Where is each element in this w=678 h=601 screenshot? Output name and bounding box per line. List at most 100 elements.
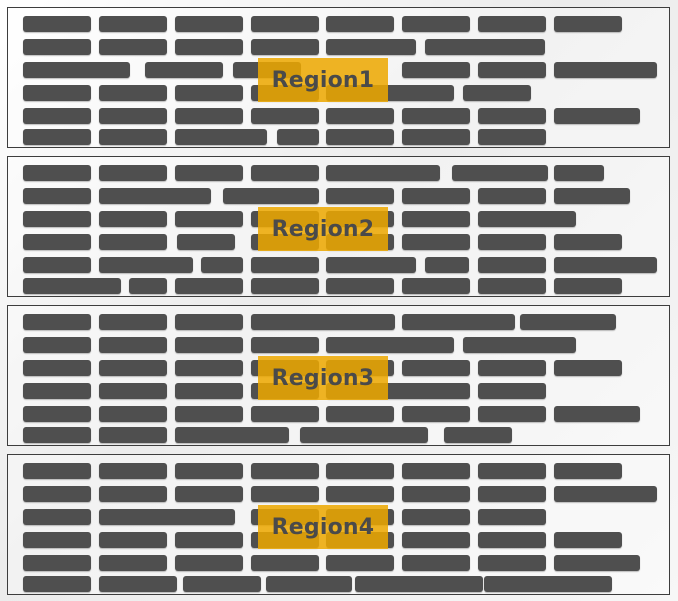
text-line-bar bbox=[326, 257, 416, 273]
text-line-bar bbox=[554, 463, 622, 479]
text-line-bar bbox=[402, 278, 470, 294]
text-line-bar bbox=[402, 463, 470, 479]
text-line-bar bbox=[23, 188, 91, 204]
text-line-bar bbox=[201, 257, 243, 273]
text-line-bar bbox=[175, 165, 243, 181]
text-line-bar bbox=[478, 383, 546, 399]
text-line-bar bbox=[175, 278, 243, 294]
text-line-bar bbox=[175, 16, 243, 32]
text-line-bar bbox=[402, 555, 470, 571]
text-line-bar bbox=[99, 314, 167, 330]
text-line-bar bbox=[425, 39, 545, 55]
text-line-bar bbox=[402, 211, 470, 227]
text-line-bar bbox=[355, 576, 483, 592]
text-line-bar bbox=[175, 108, 243, 124]
text-line-bar bbox=[402, 314, 515, 330]
text-line-bar bbox=[99, 486, 167, 502]
text-line-bar bbox=[23, 211, 91, 227]
text-line-bar bbox=[402, 108, 470, 124]
text-line-bar bbox=[99, 108, 167, 124]
region-3-panel: Region3 bbox=[7, 305, 670, 446]
text-line-bar bbox=[223, 188, 319, 204]
text-line-bar bbox=[478, 463, 546, 479]
text-line-bar bbox=[478, 257, 546, 273]
text-line-bar bbox=[402, 509, 470, 525]
region-2-label: Region2 bbox=[258, 207, 388, 251]
text-line-bar bbox=[326, 337, 454, 353]
text-line-bar bbox=[478, 406, 546, 422]
text-line-bar bbox=[23, 509, 91, 525]
text-line-bar bbox=[326, 486, 394, 502]
text-line-bar bbox=[23, 576, 91, 592]
text-line-bar bbox=[326, 16, 394, 32]
text-line-bar bbox=[554, 165, 604, 181]
text-line-bar bbox=[175, 85, 243, 101]
text-line-bar bbox=[175, 129, 267, 145]
text-line-bar bbox=[99, 509, 235, 525]
text-line-bar bbox=[251, 165, 319, 181]
text-line-bar bbox=[99, 555, 167, 571]
text-line-bar bbox=[554, 62, 657, 78]
text-line-bar bbox=[266, 576, 352, 592]
text-line-bar bbox=[129, 278, 167, 294]
text-line-bar bbox=[23, 62, 130, 78]
text-line-bar bbox=[402, 360, 470, 376]
text-line-bar bbox=[177, 234, 235, 250]
text-line-bar bbox=[402, 188, 470, 204]
text-line-bar bbox=[463, 85, 531, 101]
text-line-bar bbox=[251, 108, 319, 124]
text-line-bar bbox=[463, 337, 576, 353]
text-line-bar bbox=[23, 234, 91, 250]
region-1-panel: Region1 bbox=[7, 7, 670, 148]
text-line-bar bbox=[251, 486, 319, 502]
text-line-bar bbox=[99, 576, 177, 592]
text-line-bar bbox=[175, 211, 243, 227]
text-line-bar bbox=[554, 108, 640, 124]
text-line-bar bbox=[554, 188, 630, 204]
text-line-bar bbox=[251, 463, 319, 479]
text-line-bar bbox=[99, 257, 193, 273]
text-line-bar bbox=[478, 211, 576, 227]
text-line-bar bbox=[554, 406, 640, 422]
text-line-bar bbox=[23, 257, 91, 273]
text-line-bar bbox=[99, 211, 167, 227]
text-line-bar bbox=[402, 532, 470, 548]
text-line-bar bbox=[326, 39, 416, 55]
text-line-bar bbox=[175, 337, 243, 353]
text-line-bar bbox=[99, 16, 167, 32]
text-line-bar bbox=[326, 406, 394, 422]
region-4-panel: Region4 bbox=[7, 454, 670, 595]
text-line-bar bbox=[23, 108, 91, 124]
text-line-bar bbox=[99, 337, 167, 353]
text-line-bar bbox=[478, 278, 546, 294]
text-line-bar bbox=[402, 486, 470, 502]
text-line-bar bbox=[326, 278, 394, 294]
text-line-bar bbox=[251, 39, 319, 55]
text-line-bar bbox=[484, 576, 612, 592]
region-4-label: Region4 bbox=[258, 505, 388, 549]
text-line-bar bbox=[175, 532, 243, 548]
text-line-bar bbox=[478, 16, 546, 32]
text-line-bar bbox=[326, 108, 394, 124]
text-line-bar bbox=[183, 576, 261, 592]
text-line-bar bbox=[23, 383, 91, 399]
text-line-bar bbox=[554, 234, 622, 250]
text-line-bar bbox=[23, 427, 91, 443]
text-line-bar bbox=[23, 532, 91, 548]
text-line-bar bbox=[23, 129, 91, 145]
text-line-bar bbox=[251, 314, 395, 330]
text-line-bar bbox=[175, 314, 243, 330]
text-line-bar bbox=[554, 257, 657, 273]
text-line-bar bbox=[444, 427, 512, 443]
text-line-bar bbox=[175, 360, 243, 376]
text-line-bar bbox=[99, 129, 167, 145]
text-line-bar bbox=[478, 234, 546, 250]
text-line-bar bbox=[145, 62, 223, 78]
text-line-bar bbox=[175, 39, 243, 55]
text-line-bar bbox=[478, 360, 546, 376]
text-line-bar bbox=[478, 486, 546, 502]
text-line-bar bbox=[175, 463, 243, 479]
text-line-bar bbox=[23, 85, 91, 101]
text-line-bar bbox=[326, 463, 394, 479]
text-line-bar bbox=[402, 62, 470, 78]
